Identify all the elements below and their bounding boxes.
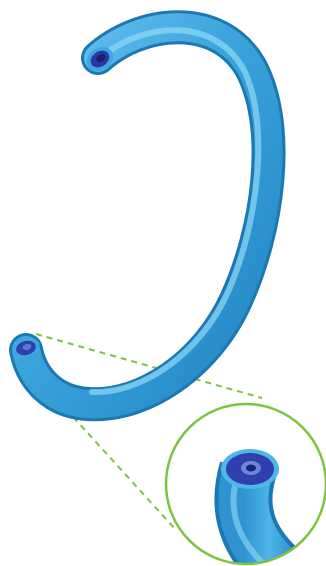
zoom-callout-icon — [166, 404, 326, 566]
tube-coil-icon — [26, 27, 269, 404]
